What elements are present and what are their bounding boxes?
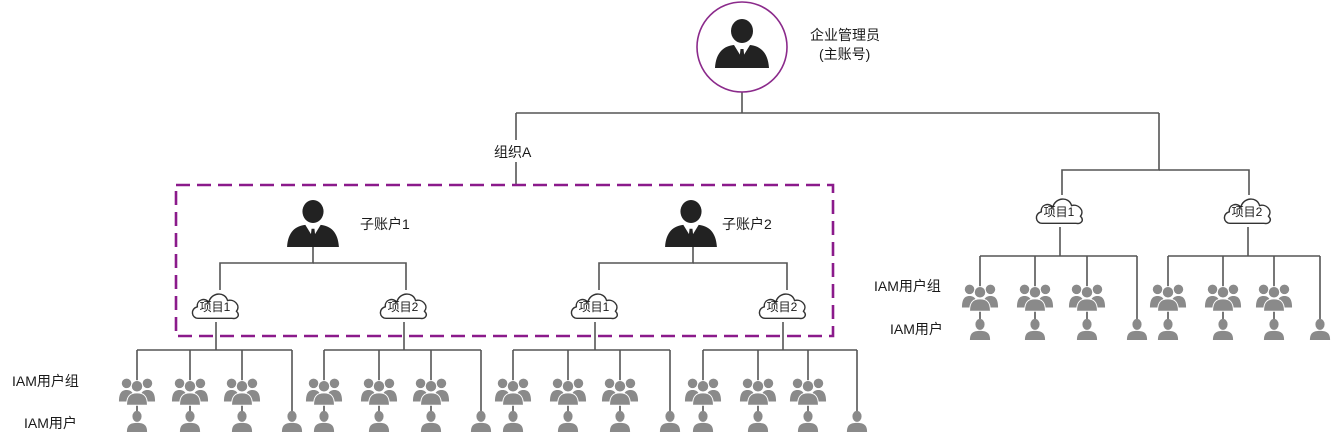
right-p1-user-icon [1126, 318, 1148, 340]
sub2-p1-user-icon [502, 410, 524, 432]
subaccount-2-label: 子账户2 [722, 216, 772, 232]
org-boundary [174, 183, 835, 338]
right-right [1159, 169, 1250, 195]
sub2-p2-user-icon [747, 410, 769, 432]
right-p2-user-group-icon [1149, 284, 1187, 312]
sub1-project-1-label: 项目1 [200, 300, 231, 314]
sub1-p2-user-icon [313, 410, 335, 432]
iam-group-row-label: IAM用户组 [12, 373, 79, 389]
right-left [1061, 113, 1160, 195]
sub2-p1-user-group-icon [494, 378, 532, 406]
sub2-right [693, 262, 788, 290]
iam-user-row-label: IAM用户 [24, 415, 77, 431]
right-p2-user-icon [1212, 318, 1234, 340]
right-p2-user-icon [1157, 318, 1179, 340]
sub1-p2-user-group-icon [412, 378, 450, 406]
right-p2-user-group-icon [1204, 284, 1242, 312]
sub1-p1-user-group-icon [118, 378, 156, 406]
sub2-project-1-label: 项目1 [579, 300, 610, 314]
right-p2-user-group-icon [1255, 284, 1293, 312]
sub1-right [313, 262, 407, 290]
right-p2-user-icon [1263, 318, 1285, 340]
sub1-p2-user-group-icon [305, 378, 343, 406]
sub2-p2-user-group-icon [739, 378, 777, 406]
sub1-p2-user-icon [420, 410, 442, 432]
sub2-p1-user-icon [557, 410, 579, 432]
sub1-p1-user-group-icon [171, 378, 209, 406]
sub1-p2-user-icon [470, 410, 492, 432]
sub1-p2-user-group-icon [360, 378, 398, 406]
org-label: 组织A [494, 144, 532, 160]
right-p1-user-group-icon [1016, 284, 1054, 312]
right-p1-user-group-icon [1068, 284, 1106, 312]
right-p1-user-icon [1076, 318, 1098, 340]
subaccount-1-label: 子账户1 [360, 216, 410, 232]
sub1-p1-user-icon [231, 410, 253, 432]
sub1-p1-user-group-icon [223, 378, 261, 406]
subaccount-1-icon [287, 199, 339, 247]
sub1-left [219, 247, 314, 290]
sub2-p1-user-icon [659, 410, 681, 432]
right-project-2-label: 项目2 [1232, 205, 1263, 219]
sub2-p2-user-icon [846, 410, 868, 432]
sub1-project-2-label: 项目2 [388, 300, 419, 314]
sub2-p2-user-group-icon [684, 378, 722, 406]
sub2-p2-user-icon [692, 410, 714, 432]
sub1-p2-user-icon [368, 410, 390, 432]
sub1-p1-user-icon [179, 410, 201, 432]
sub1-p1-user-icon [126, 410, 148, 432]
sub1-p1-user-icon [281, 410, 303, 432]
sub2-p1-user-group-icon [549, 378, 587, 406]
right-project-1-label: 项目1 [1044, 205, 1075, 219]
subaccount-2-icon [665, 199, 717, 247]
right-p1-user-icon [1024, 318, 1046, 340]
sub2-p2-user-group-icon [789, 378, 827, 406]
right-iam-user-row-label: IAM用户 [890, 321, 943, 337]
sub2-project-2-label: 项目2 [767, 300, 798, 314]
sub2-left [598, 247, 694, 290]
sub2-p1-user-group-icon [601, 378, 639, 406]
right-p1-user-icon [969, 318, 991, 340]
admin-title: 企业管理员 [810, 27, 880, 43]
sub2-p2-user-icon [797, 410, 819, 432]
admin-subtitle: (主账号) [819, 46, 870, 62]
right-iam-group-row-label: IAM用户组 [874, 278, 941, 294]
right-p1-user-group-icon [961, 284, 999, 312]
right-p2-user-icon [1309, 318, 1331, 340]
connector-lines [136, 92, 1321, 412]
sub2-p1-user-icon [609, 410, 631, 432]
